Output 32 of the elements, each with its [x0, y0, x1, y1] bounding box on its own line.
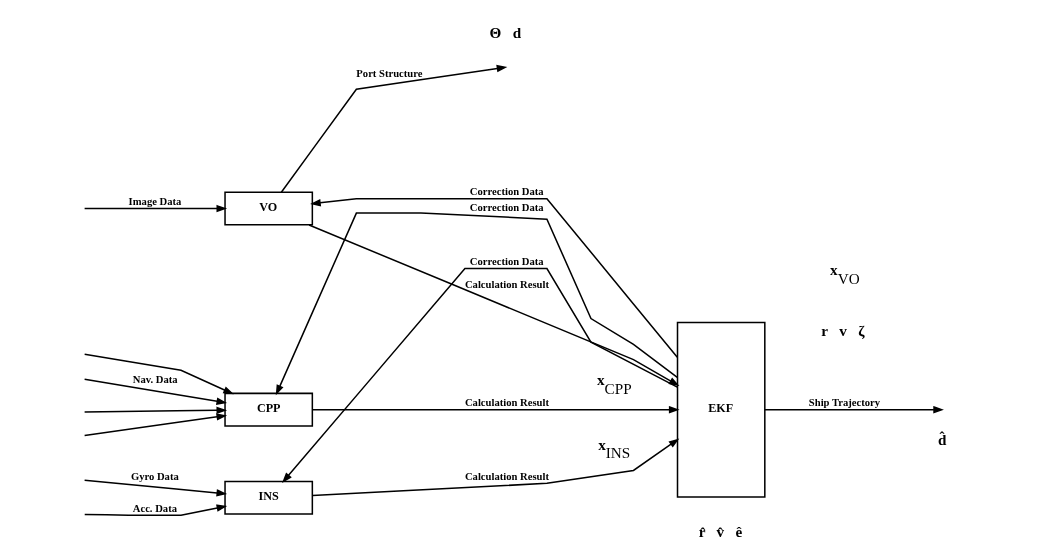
- node-box: EKF: [676, 321, 766, 498]
- node-box: CPP: [224, 392, 314, 427]
- edge-label: Correction Data: [469, 255, 544, 267]
- arrow: [83, 504, 228, 516]
- arrow: [83, 406, 228, 437]
- label: d̂: [937, 431, 947, 449]
- edge-label: Acc. Data: [132, 502, 177, 514]
- node-box: VO: [224, 191, 314, 226]
- label: r̂ v̂ ê: [698, 523, 743, 541]
- edge-label: Calculation Result: [464, 397, 549, 409]
- arrow: [310, 197, 679, 358]
- arrow: [83, 406, 228, 421]
- arrow: [83, 378, 228, 405]
- label: Θ d: [489, 23, 522, 41]
- arrow: [280, 64, 508, 193]
- arrow: [311, 405, 680, 414]
- edge-label: Correction Data: [469, 201, 544, 213]
- edge-label: Port Structure: [356, 67, 423, 79]
- edge-label: Calculation Result: [464, 470, 549, 482]
- arrow: [311, 438, 680, 497]
- edge-label: Calculation Result: [464, 278, 549, 290]
- edge-label: Image Data: [128, 195, 182, 207]
- arrow: [83, 204, 228, 213]
- arrow: [83, 353, 234, 395]
- edge-label: Gyro Data: [130, 471, 179, 483]
- edge-label: Nav. Data: [132, 373, 178, 385]
- label: r v ζ: [821, 322, 865, 340]
- node-box: INS: [224, 480, 314, 515]
- edge-label: Correction Data: [469, 186, 544, 197]
- edge-label: Ship Trajectory: [808, 397, 881, 409]
- arrow: [83, 479, 228, 497]
- arrow: [764, 405, 944, 414]
